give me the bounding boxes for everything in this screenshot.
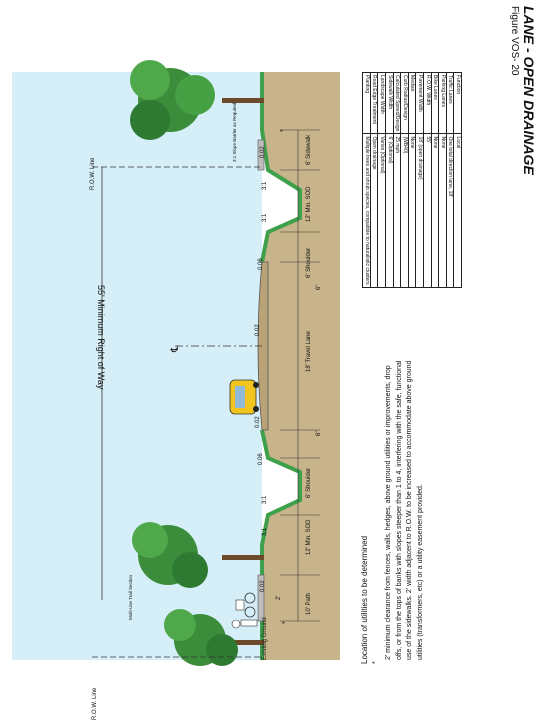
star-marker-top: *: [280, 129, 287, 132]
spec-key: Sidewalk Width: [385, 72, 394, 134]
star-note-marker: *: [372, 661, 379, 664]
spec-key: Landscape Width: [377, 72, 386, 134]
spec-row: Curb Radius/Design(WB40): [400, 72, 409, 288]
path-slab: [257, 574, 265, 622]
row-line-top-label: R.O.W. Line: [90, 157, 96, 190]
tree-bottom-right-icon: [132, 522, 264, 588]
slope-label-9: 3:1: [262, 527, 268, 536]
slope-label-5: 0.02: [255, 324, 261, 336]
dim-two-ft: 2': [276, 595, 282, 600]
utilities-note: Location of utilities to be determined: [360, 535, 369, 664]
spec-value: (WB40): [400, 133, 409, 288]
grass-surface: [260, 72, 302, 660]
pavement: [257, 261, 269, 431]
slope-label-1: 0.02: [260, 146, 266, 158]
slope-label-2: 3:1: [262, 181, 268, 190]
centerline-symbol: ℄: [170, 345, 181, 352]
dim-shoulder-left: 6' Shoulder: [306, 467, 312, 498]
dim-shoulder-right: 6' Shoulder: [306, 247, 312, 278]
car-icon: [229, 379, 259, 415]
spec-key: Median: [408, 72, 416, 134]
slope-label-8: 3:1: [262, 495, 268, 504]
tree-bottom-left-icon: [164, 609, 264, 666]
spec-value: Open drainage: [370, 133, 378, 288]
existing-ground-label: Existing Ground: [262, 617, 268, 660]
slope-label-10: 0.02: [260, 580, 266, 592]
spec-value: Local: [453, 133, 462, 288]
slope-label-4: 0.06: [258, 258, 264, 270]
spec-key: Planting: [362, 72, 371, 134]
spec-key: Pavement Width: [415, 72, 424, 134]
slope-label-7: 0.06: [258, 453, 264, 465]
spec-key: Curb Radius/Design: [400, 72, 409, 134]
multi-use-trail-label: Multi-Use Trail Section: [128, 574, 133, 620]
barrier-note: 3:1 Slope Barrier as Required: [232, 102, 237, 162]
spec-key: Parking Lanes: [438, 72, 447, 134]
row-width-label: 55' Minimum Right of Way: [96, 285, 106, 390]
star-marker-bottom: *: [282, 621, 289, 624]
slope-label-3: 3:1: [262, 213, 268, 222]
spec-value: 55': [423, 133, 432, 288]
spec-value: 18' (open drainage): [415, 133, 424, 288]
pedestrian-icon: [231, 619, 258, 629]
spec-value: None: [408, 133, 416, 288]
cross-section-drawing: [12, 60, 340, 666]
spec-value: 6' (Optional): [385, 133, 394, 288]
dim-travel-lane: 18' Travel Lane: [306, 331, 312, 372]
spec-value: Multiple trees and shrub species, compat…: [362, 133, 371, 288]
spec-key: Bike Lanes: [431, 72, 439, 134]
spec-value: Varies (Optional): [377, 133, 386, 288]
spec-value: None: [438, 133, 447, 288]
sky: [12, 72, 262, 660]
dim-sidewalk: 6' Sidewalk: [306, 134, 312, 165]
spec-value: One total direction lane, 18': [446, 133, 454, 288]
spec-key: Road Edge Treatment: [370, 72, 378, 134]
dim-sod-right: 12' Min. SOD: [306, 186, 312, 223]
dimension-ticks: [280, 129, 320, 622]
tree-top-icon: [130, 60, 264, 140]
dim-sod-left: 12' Min. SOD: [306, 519, 312, 556]
sidewalk-slab: [257, 139, 265, 171]
spec-value: None: [431, 133, 439, 288]
star-note: 2' minimum clearance from fences, walls,…: [385, 360, 424, 660]
dim-six-right: 6": [316, 284, 322, 290]
dim-six-left: 6": [316, 430, 322, 436]
bicycle-icon: [235, 592, 256, 618]
dim-path: 10' Path: [306, 593, 312, 615]
spec-key: Traffic Lanes: [446, 72, 454, 134]
spec-key: Function: [453, 72, 462, 134]
spec-value: 25 mph: [393, 133, 401, 288]
row-line-left-label: R.O.W. Line: [92, 687, 98, 720]
spec-key: Calculated Speed/Design: [393, 72, 401, 134]
slope-label-6: 0.02: [255, 416, 261, 428]
ground: [262, 72, 340, 660]
spec-key: R.O.W. Width: [423, 72, 432, 134]
